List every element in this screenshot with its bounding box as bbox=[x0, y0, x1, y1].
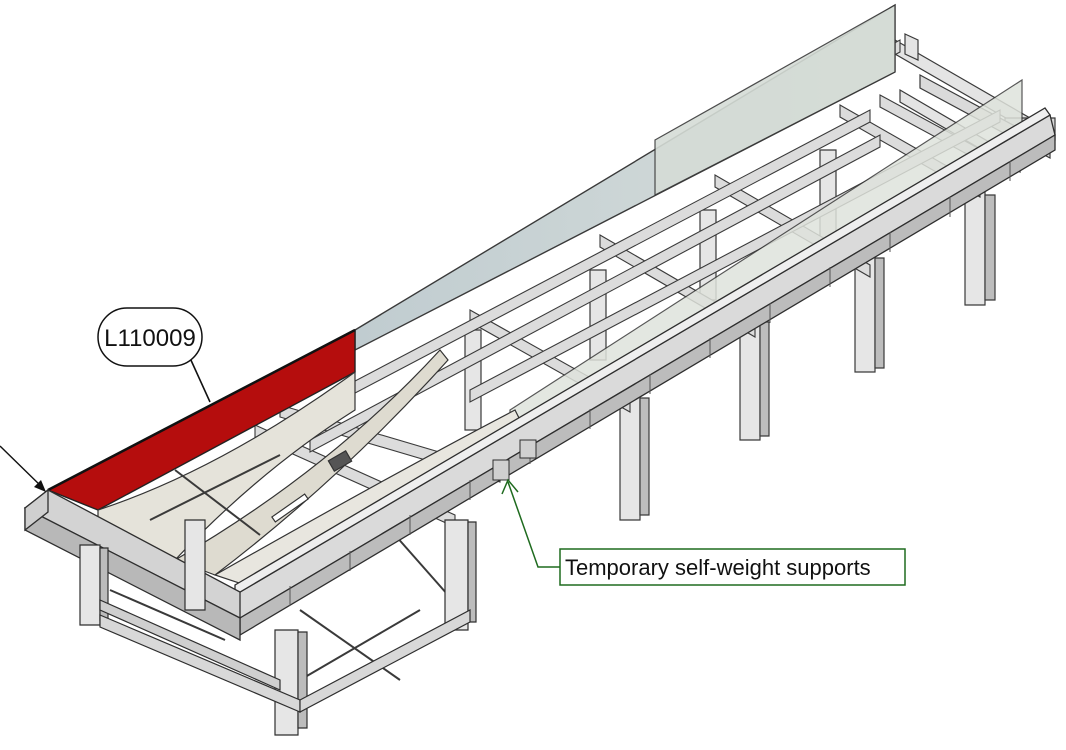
part-number-bubble bbox=[97, 307, 203, 367]
temporary-support-blocks bbox=[492, 439, 537, 481]
left-leader-arrow bbox=[0, 445, 46, 492]
panel-top-edge bbox=[47, 328, 356, 492]
front-legs bbox=[79, 519, 477, 736]
diagonal-braces bbox=[109, 454, 471, 681]
part-number-text: L110009 bbox=[104, 325, 196, 352]
support-arrowhead bbox=[501, 478, 519, 495]
side-sheet-panel-front bbox=[654, 3, 896, 196]
part-number-leader bbox=[189, 357, 211, 403]
front-girder bbox=[234, 107, 1056, 637]
support-callout: Temporary self-weight supports bbox=[501, 478, 906, 586]
support-leader bbox=[507, 481, 560, 568]
part-number-callout: L110009 bbox=[97, 307, 211, 403]
support-label-text: Temporary self-weight supports bbox=[565, 555, 871, 580]
support-label-box bbox=[559, 548, 906, 586]
